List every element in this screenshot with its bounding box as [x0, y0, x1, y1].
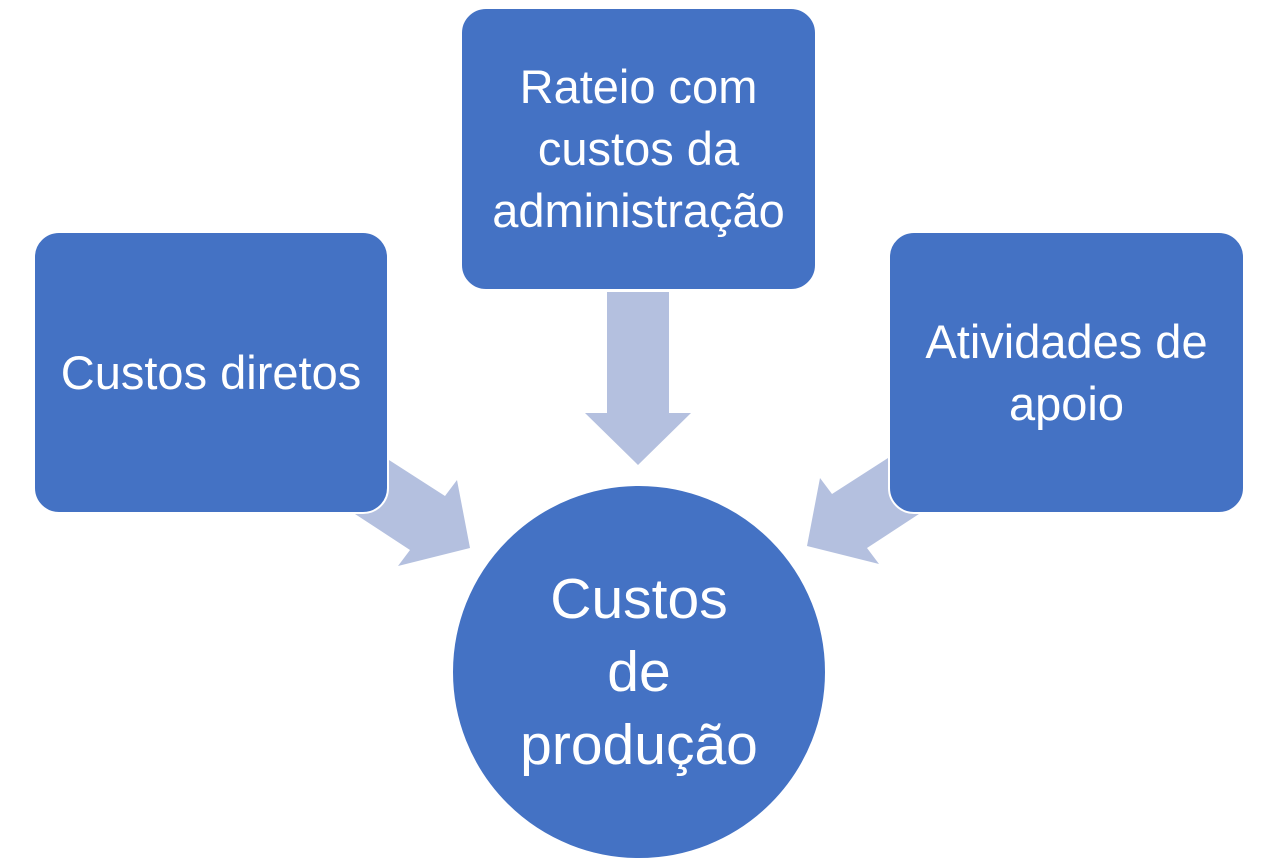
node-support-activities-label: Atividades de apoio — [925, 314, 1208, 430]
node-admin-allocation-label: Rateio com custos da administração — [492, 60, 785, 237]
node-direct-costs-label: Custos diretos — [60, 345, 362, 399]
node-admin-allocation: Rateio com custos da administração — [460, 7, 817, 291]
arrow-admin-to-production — [585, 292, 691, 465]
node-support-activities: Atividades de apoio — [888, 231, 1245, 514]
node-production-costs: Custos de produção — [451, 484, 827, 860]
node-production-costs-label: Custos de produção — [520, 566, 758, 777]
node-direct-costs: Custos diretos — [33, 231, 389, 514]
